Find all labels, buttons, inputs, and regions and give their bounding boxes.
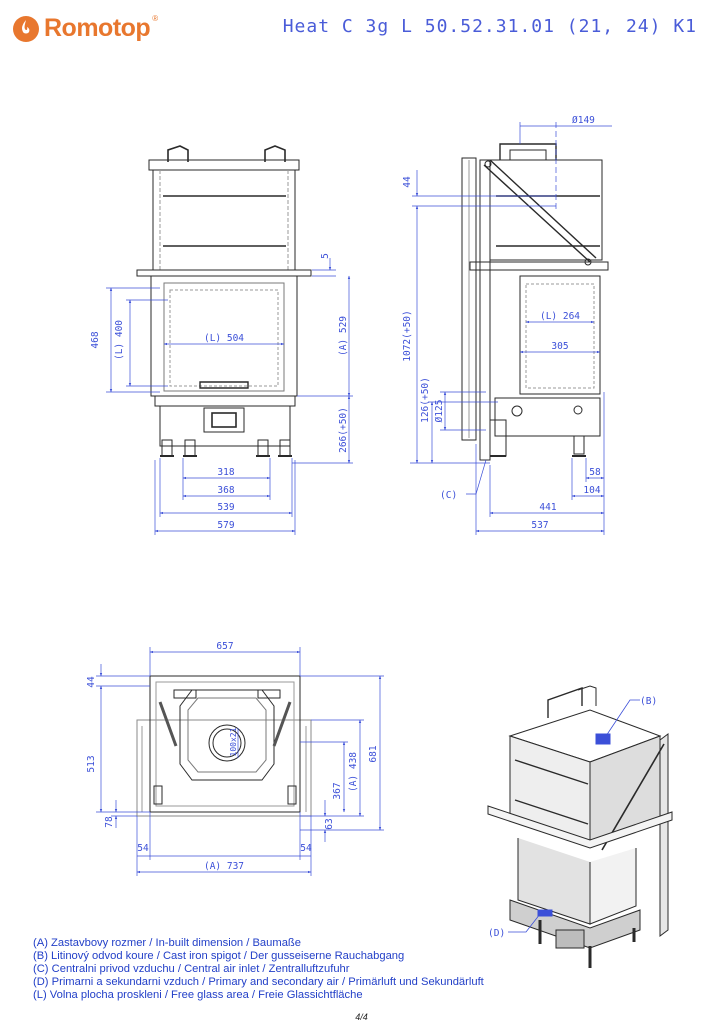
dim-l264: (L) 264 <box>540 311 580 322</box>
dim-266: 266(+50) <box>338 407 349 453</box>
dim-a737: (A) 737 <box>204 861 244 872</box>
dim-a438: (A) 438 <box>348 752 359 792</box>
front-leg <box>279 439 291 457</box>
legend: (A) Zastavbovy rozmer / In-built dimensi… <box>33 937 484 1002</box>
dim-5: 5 <box>320 253 331 259</box>
dim-513: 513 <box>86 755 97 772</box>
dim-63: 63 <box>324 818 335 829</box>
dim-54-right: 54 <box>300 843 312 854</box>
side-spigot <box>499 143 557 160</box>
dim-126: 126(+50) <box>420 377 431 423</box>
dim-537: 537 <box>531 520 548 531</box>
label-c: (C) <box>440 490 457 501</box>
side-base <box>494 397 601 437</box>
front-top-frame <box>148 159 300 171</box>
dim-305: 305 <box>551 341 568 352</box>
dim-78: 78 <box>104 816 115 828</box>
dim-44: 44 <box>402 176 413 188</box>
brand-registered-mark: ® <box>152 14 159 23</box>
top-view <box>136 675 312 817</box>
dim-1072: 1072(+50) <box>402 310 413 361</box>
front-handle-right <box>264 145 286 162</box>
model-designation: Heat C 3g L 50.52.31.01 (21, 24) K1 <box>282 16 697 37</box>
front-handle-left <box>167 145 189 162</box>
top-spigot <box>208 724 246 762</box>
dim-l400: (L) 400 <box>114 320 125 360</box>
legend-item-a: (A) Zastavbovy rozmer / In-built dimensi… <box>33 937 301 949</box>
dim-579: 579 <box>217 520 234 531</box>
front-view <box>136 145 312 457</box>
dim-368: 368 <box>217 485 234 496</box>
side-front-frame <box>461 157 477 441</box>
front-base <box>159 405 291 447</box>
dim-318: 318 <box>217 467 234 478</box>
side-view <box>461 143 609 461</box>
romotop-flame-icon <box>13 15 39 42</box>
legend-item-l: (L) Volna plocha proskleni / Free glass … <box>33 988 363 1001</box>
front-upper-body <box>152 169 296 271</box>
dim-a529: (A) 529 <box>338 316 349 356</box>
dim-441: 441 <box>539 502 556 513</box>
legend-item-b: (B) Litinový odvod koure / Cast iron spi… <box>33 949 405 962</box>
dim-58: 58 <box>589 467 601 478</box>
dim-681: 681 <box>368 745 379 762</box>
front-glass <box>163 282 285 392</box>
dim-diam-125: Ø125 <box>434 400 445 423</box>
front-leg <box>161 439 173 457</box>
top-hood <box>179 689 275 781</box>
dim-539: 539 <box>217 502 234 513</box>
dim-468: 468 <box>90 331 101 348</box>
label-d: (D) <box>488 928 505 939</box>
label-b: (B) <box>640 696 657 707</box>
front-leg <box>184 439 196 457</box>
dim-54-left: 54 <box>137 843 149 854</box>
dim-diam-149: Ø149 <box>572 115 595 126</box>
top-body <box>149 675 301 813</box>
front-middle-plate <box>136 269 312 277</box>
front-leg <box>257 439 269 457</box>
brand-logo: Romotop ® <box>12 14 158 43</box>
dim-l504: (L) 504 <box>204 333 244 344</box>
dim-657: 657 <box>216 641 233 652</box>
top-floor-plate <box>136 719 312 817</box>
side-firebox <box>519 275 601 395</box>
dim-100x21: 100x21 <box>229 727 238 756</box>
brand-name: Romotop <box>44 14 151 42</box>
dim-104: 104 <box>583 485 600 496</box>
page-number: 4/4 <box>355 1012 368 1022</box>
dim-top-44: 44 <box>86 676 97 688</box>
iso-spigot <box>547 687 583 718</box>
legend-item-d: (D) Primarni a sekundarni vzduch / Prima… <box>33 975 484 988</box>
isometric-view <box>487 685 673 968</box>
dim-367: 367 <box>332 782 343 799</box>
legend-item-c: (C) Centralni privod vzduchu / Central a… <box>33 962 350 975</box>
